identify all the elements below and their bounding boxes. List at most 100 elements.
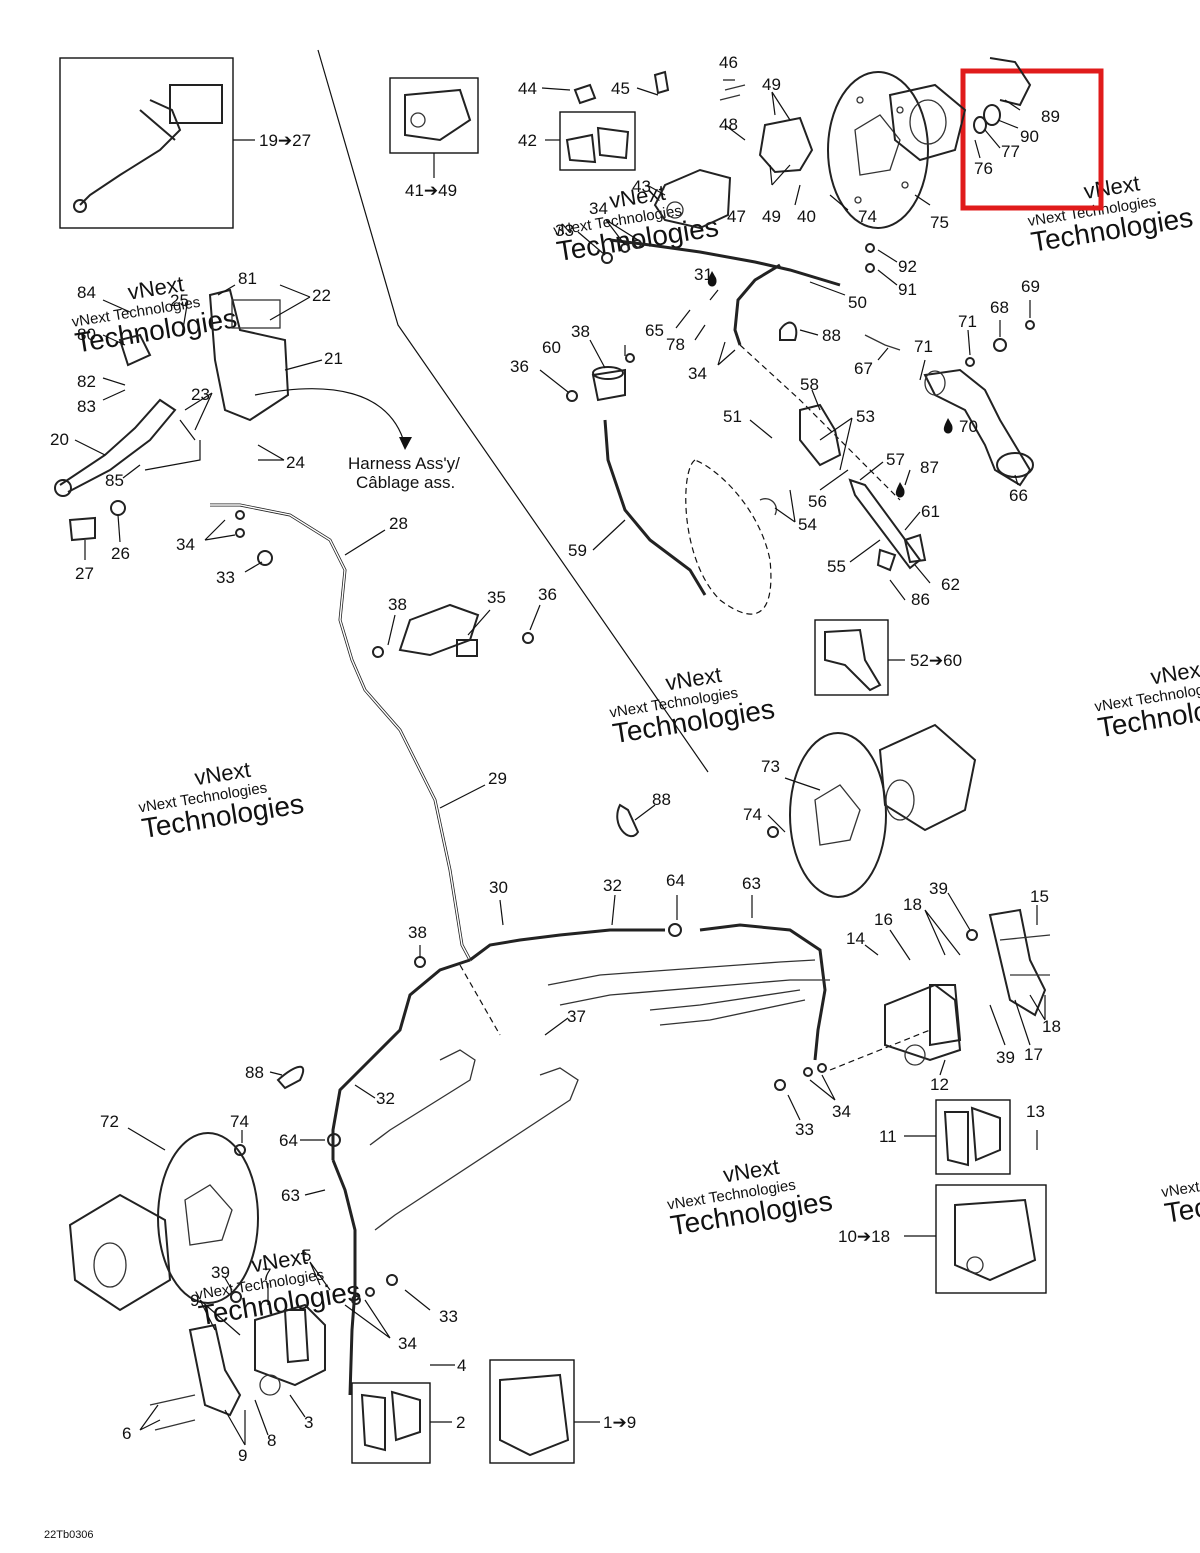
inset-brake-pads-left — [351, 1382, 452, 1464]
inset-frame — [559, 111, 636, 171]
section-divider-line — [317, 49, 709, 773]
hardware-marks — [230, 57, 1035, 1305]
callout-74: 74 — [230, 1112, 249, 1131]
callout-39: 39 — [211, 1263, 230, 1282]
callout-21: 21 — [324, 349, 343, 368]
callout-69: 69 — [1021, 277, 1040, 296]
rear-caliper-assembly — [573, 70, 814, 230]
callout-84: 84 — [77, 283, 96, 302]
caliper-shape — [404, 88, 472, 142]
callout-38: 38 — [571, 322, 590, 341]
callout-81: 81 — [238, 269, 257, 288]
leader-lines — [74, 79, 1046, 1446]
callout-56: 56 — [808, 492, 827, 511]
inset-pads-top — [545, 111, 636, 171]
callout-72: 72 — [100, 1112, 119, 1131]
callout-31: 31 — [694, 265, 713, 284]
callout-33: 33 — [439, 1307, 458, 1326]
callout-73: 73 — [761, 757, 780, 776]
push-rod — [848, 478, 922, 570]
callout-19-27: 19➔27 — [259, 131, 311, 150]
inset-frame — [935, 1184, 1047, 1294]
callout-90: 90 — [1020, 127, 1039, 146]
inset-caliper-bracket — [814, 619, 905, 696]
callout-83: 83 — [77, 397, 96, 416]
callout-58: 58 — [800, 375, 819, 394]
callout-78: 78 — [666, 335, 685, 354]
caliper-piston — [966, 1256, 984, 1274]
callout-1-9: 1➔9 — [603, 1413, 636, 1432]
callout-10-18: 10➔18 — [838, 1227, 890, 1246]
callout-23: 23 — [191, 385, 210, 404]
callout-13: 13 — [1026, 1102, 1045, 1121]
return-spring — [864, 334, 901, 351]
callout-4: 4 — [457, 1356, 466, 1375]
bracket-shape — [824, 628, 882, 692]
washer — [983, 104, 1001, 126]
callout-9: 9 — [238, 1446, 247, 1465]
callout-64: 64 — [279, 1131, 298, 1150]
callout-22: 22 — [312, 286, 331, 305]
inset-frame — [351, 1382, 431, 1464]
reservoir-shape — [169, 84, 223, 124]
nut — [973, 116, 987, 134]
callout-20: 20 — [50, 430, 69, 449]
harness-arrow — [254, 388, 406, 446]
watermark: vNext vNext Technologies Technologies — [1093, 656, 1200, 743]
callout-75: 75 — [930, 213, 949, 232]
callout-67: 67 — [854, 359, 873, 378]
disc-hub — [888, 83, 967, 162]
callout-54: 54 — [798, 515, 817, 534]
clamp — [456, 639, 478, 657]
callout-80: 80 — [77, 325, 96, 344]
callout-89: 89 — [1041, 107, 1060, 126]
callout-18: 18 — [1042, 1017, 1061, 1036]
callout-34: 34 — [398, 1334, 417, 1353]
callout-26: 26 — [111, 544, 130, 563]
callout-34: 34 — [688, 364, 707, 383]
highlight-box — [960, 68, 1104, 211]
hose-clamp-junction — [398, 603, 480, 657]
bracket — [118, 333, 152, 367]
boot — [68, 516, 96, 542]
inset-hand-lever-assembly — [59, 57, 255, 229]
pad-shape — [565, 133, 597, 164]
callout-76: 76 — [974, 159, 993, 178]
clevis-pin — [903, 533, 927, 564]
callout-5: 5 — [302, 1246, 311, 1265]
watermark: vNext vNext Technologies Technologies — [608, 662, 776, 749]
inset-frame — [935, 1099, 1011, 1175]
caliper-bracket — [188, 1323, 242, 1417]
hose-clip — [779, 321, 798, 341]
callout-7: 7 — [262, 1265, 271, 1284]
callout-71: 71 — [958, 312, 977, 331]
callout-27: 27 — [75, 564, 94, 583]
brake-lines — [210, 238, 931, 1396]
callout-33: 33 — [555, 221, 574, 240]
callout-71: 71 — [914, 337, 933, 356]
callout-35: 35 — [487, 588, 506, 607]
callout-85: 85 — [105, 471, 124, 490]
callout-48: 48 — [719, 115, 738, 134]
callout-61: 61 — [921, 502, 940, 521]
callout-30: 30 — [489, 878, 508, 897]
callout-3: 3 — [304, 1413, 313, 1432]
inset-rear-caliper — [389, 77, 479, 178]
caliper-bracket — [988, 908, 1047, 1017]
callout-92: 92 — [898, 257, 917, 276]
callout-74: 74 — [858, 207, 877, 226]
callout-37: 37 — [567, 1007, 586, 1026]
oil-drop-icon — [895, 482, 905, 498]
lever-tip — [73, 199, 87, 213]
harness-label-line2: Câblage ass. — [356, 473, 455, 492]
callout-44: 44 — [518, 79, 537, 98]
clevis — [876, 548, 897, 572]
callout-43: 43 — [632, 177, 651, 196]
pad-shape — [360, 1393, 386, 1452]
watermark: vNext vNext Technologies Technologies — [137, 757, 305, 844]
callout-57: 57 — [886, 450, 905, 469]
watermark: vNext vNext Technologies Technologies — [194, 1244, 362, 1331]
callout-50: 50 — [848, 293, 867, 312]
callout-9: 9 — [190, 1291, 199, 1310]
